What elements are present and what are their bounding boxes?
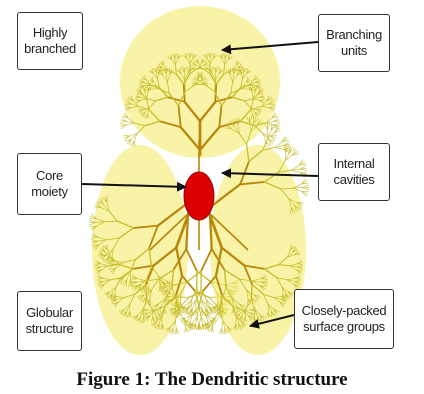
branch-segment (292, 170, 301, 173)
branching-units-line-2: units (341, 43, 367, 59)
branch-segment (121, 121, 127, 122)
core-moiety-line-2: moiety (31, 184, 68, 200)
globular-structure-line-2: structure (26, 321, 74, 337)
surface-groups-label: Closely-packed surface groups (294, 289, 394, 349)
branch-segment (302, 188, 308, 190)
branch-segment (197, 317, 199, 325)
branch-segment (301, 169, 307, 171)
branch-segment (182, 297, 189, 305)
branch-segment (300, 172, 307, 173)
branch-segment (185, 80, 186, 91)
internal-cavities-line-1: Internal (334, 156, 375, 172)
branch-segment (121, 124, 127, 125)
branch-segment (267, 123, 269, 129)
branch-segment (186, 249, 197, 271)
branch-segment (215, 80, 216, 91)
core-moiety-label: Core moiety (17, 153, 82, 215)
branch-segment (222, 321, 223, 329)
branch-segment (201, 249, 212, 271)
branch-segment (175, 328, 176, 333)
branching-units-line-1: Branching (326, 27, 382, 43)
highly-branched-line-1: Highly (33, 25, 67, 41)
branch-segment (209, 297, 216, 305)
branch-segment (284, 145, 286, 151)
branch-segment (285, 155, 292, 161)
branch-segment (175, 321, 176, 329)
surface-groups-line-2: surface groups (303, 319, 385, 335)
internal-cavities-line-2: cavities (334, 172, 375, 188)
branch-segment (193, 300, 197, 308)
branch-segment (199, 317, 201, 325)
top-branching-cluster (120, 6, 280, 158)
branch-segment (212, 327, 213, 332)
figure-caption: Figure 1: The Dendritic structure (0, 369, 424, 391)
core-moiety-line-1: Core (36, 168, 63, 184)
branch-segment (274, 124, 280, 125)
branch-segment (275, 148, 284, 150)
globular-structure-label: Globular structure (17, 291, 82, 351)
branch-segment (187, 271, 201, 282)
branch-segment (274, 121, 280, 122)
highly-branched-line-2: branched (24, 41, 76, 57)
branch-segment (284, 145, 291, 146)
branch-segment (224, 328, 225, 334)
branch-segment (185, 327, 186, 332)
internal-cavities-label: Internal cavities (318, 143, 390, 201)
globular-structure-line-1: Globular (26, 305, 73, 321)
highly-branched-label: Highly branched (17, 12, 83, 70)
surface-groups-line-1: Closely-packed (302, 303, 387, 319)
core-moiety-shape (184, 172, 214, 220)
branching-units-label: Branching units (318, 14, 390, 72)
branch-segment (126, 123, 134, 125)
branch-segment (202, 300, 206, 308)
branch-segment (124, 136, 130, 137)
